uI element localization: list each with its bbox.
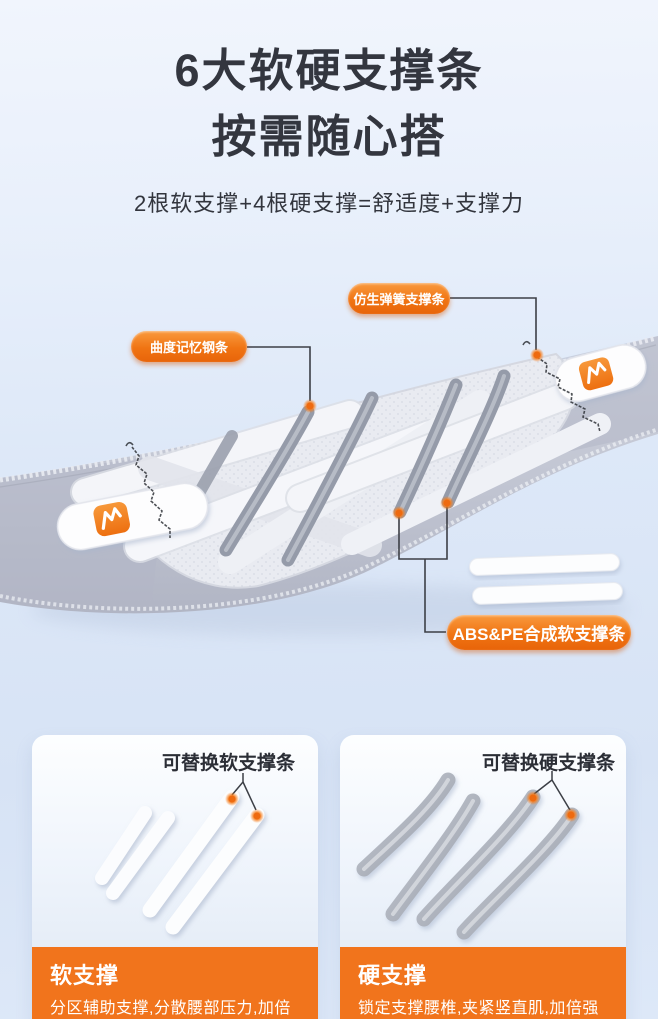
cord-hook [522, 340, 531, 346]
belt-body [0, 336, 658, 614]
page-title-line-2: 按需随心搭 [211, 111, 447, 162]
spring-callout-line [450, 297, 537, 350]
steel-callout-line [247, 346, 311, 401]
soft-bars [95, 789, 265, 935]
spare-soft-bars [468, 553, 623, 605]
zipper-edge-top [0, 335, 657, 483]
soft-bars-illustration [95, 773, 265, 935]
hard-bracket-line [533, 771, 571, 811]
anchor-dots [225, 792, 264, 823]
belt-right-fabric [520, 336, 658, 454]
callout-abs-pe-soft-bar-label: ABS&PE合成软支撑条 [447, 615, 631, 650]
page-title-line-1: 6大软硬支撑条 [174, 45, 484, 96]
elastic-cord-right [536, 356, 601, 433]
belt-straps [70, 381, 611, 574]
soft-card-callout: 可替换软支撑条 [162, 753, 296, 774]
belt-support-bars [176, 369, 511, 567]
waist-belt [0, 335, 658, 614]
support-bar [176, 430, 238, 530]
belt-left-fabric [0, 454, 168, 600]
hard-card-heading: 硬支撑 [358, 963, 428, 988]
soft-card-footer: 软支撑 分区辅助支撑,分散腰部压力,加倍 [32, 947, 318, 1019]
hard-card-description: 锁定支撑腰椎,夹紧竖直肌,加倍强 [358, 1000, 599, 1017]
panel-perforation-texture [119, 354, 574, 588]
zipper-edge-bottom [0, 428, 657, 611]
belt-right-tab [554, 344, 647, 403]
cord-hook [125, 441, 134, 447]
edge-seam [0, 344, 657, 488]
soft-bar [142, 789, 240, 918]
elastic-cord-left [131, 446, 171, 538]
soft-support-card: 可替换软支撑条 软支撑 分区辅助支撑,分散腰部压力,加倍 [32, 735, 318, 1019]
brand-logo-mark [101, 507, 122, 530]
abs-bracket-line [398, 506, 448, 560]
soft-bar [106, 811, 175, 900]
soft-bar [165, 807, 265, 935]
callout-lines [247, 297, 537, 633]
soft-card-description: 分区辅助支撑,分散腰部压力,加倍 [50, 1000, 291, 1017]
support-bar [281, 391, 379, 567]
hard-bars-illustration [356, 771, 580, 940]
elastic-cords [125, 340, 601, 538]
support-bar [441, 369, 511, 509]
hard-card-footer: 硬支撑 锁定支撑腰椎,夹紧竖直肌,加倍强 [340, 947, 626, 1019]
belt-left-tab [56, 482, 209, 551]
hard-card-callout: 可替换硬支撑条 [482, 753, 616, 774]
brand-logo-icon [93, 501, 130, 537]
anchor-dots [526, 791, 578, 822]
soft-card-heading: 软支撑 [50, 963, 120, 988]
belt-center-panel [118, 352, 575, 589]
header: 6大软硬支撑条 按需随心搭 2根软支撑+4根硬支撑=舒适度+支撑力 [0, 0, 658, 218]
soft-bar [95, 806, 152, 885]
support-bar [219, 405, 315, 557]
callout-memory-steel-label: 曲度记忆钢条 [131, 331, 247, 362]
abs-callout-line [424, 559, 446, 633]
soft-bracket-line [231, 773, 257, 811]
callout-spring-support-label: 仿生弹簧支撑条 [348, 283, 450, 314]
subtitle: 2根软支撑+4根硬支撑=舒适度+支撑力 [133, 191, 524, 216]
hard-bar-highlights [362, 778, 574, 934]
anchor-dots [303, 348, 544, 520]
support-bar [393, 378, 463, 519]
hard-support-card: 可替换硬支撑条 硬支撑 锁定支撑腰椎,夹紧竖直肌,加倍强 [340, 735, 626, 1019]
brand-logo-icon [578, 357, 614, 391]
brand-logo-mark [587, 361, 607, 385]
